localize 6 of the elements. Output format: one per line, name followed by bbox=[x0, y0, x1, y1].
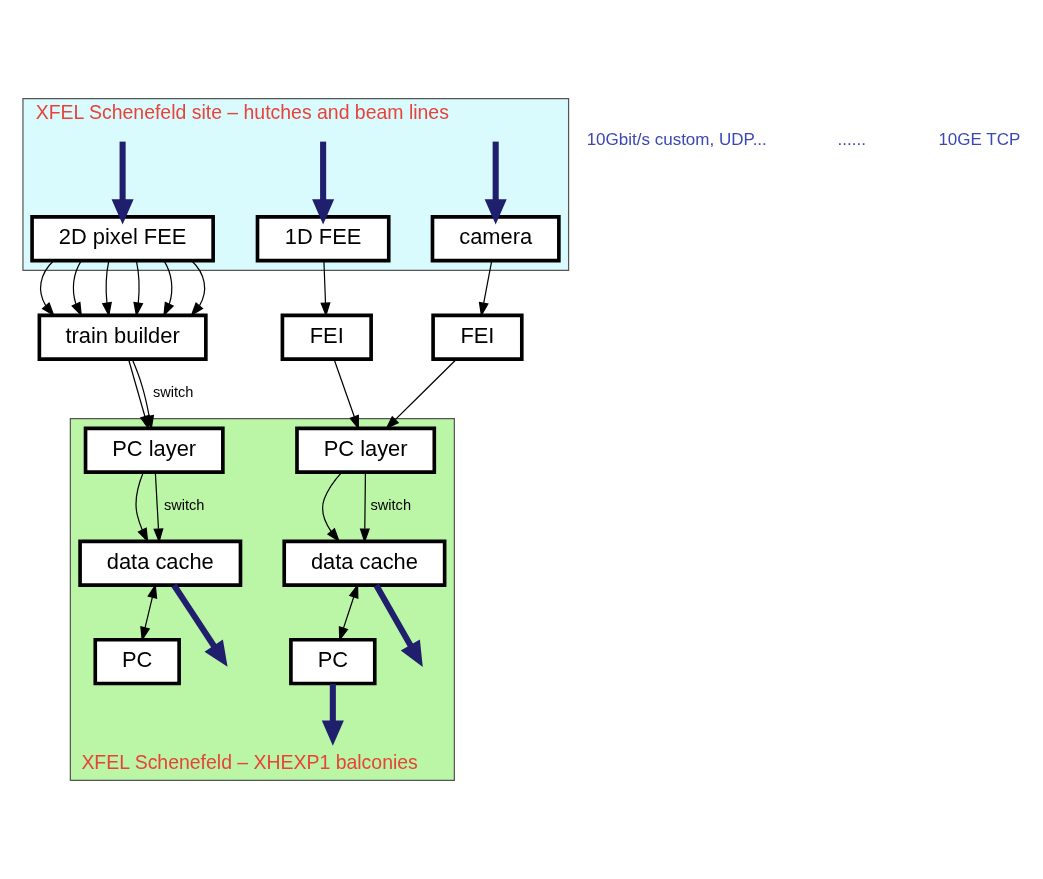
label: ...... bbox=[837, 129, 866, 149]
label: 10GE TCP bbox=[938, 129, 1021, 149]
edge-label: switch bbox=[370, 497, 412, 514]
edge-label: switch bbox=[152, 384, 194, 401]
label: 10Gbit/s custom, UDP... bbox=[586, 129, 767, 149]
edge-label: switch bbox=[163, 497, 205, 514]
